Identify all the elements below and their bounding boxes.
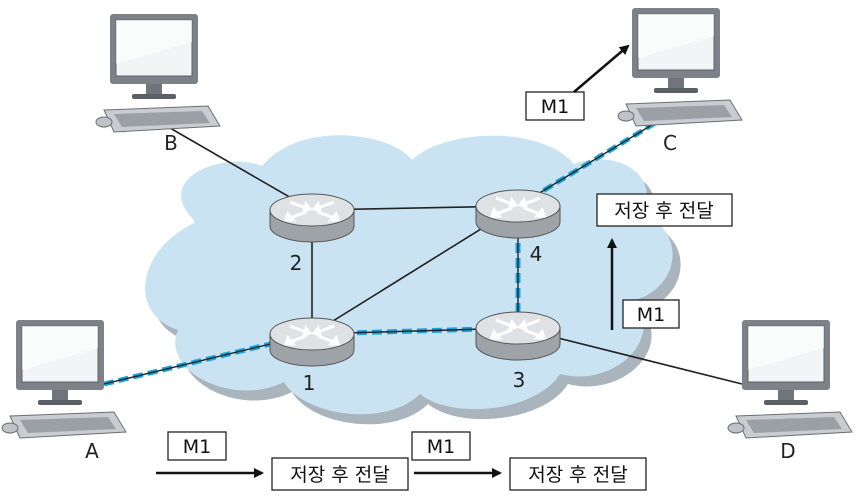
- routers-layer: [269, 189, 561, 367]
- router-3: [475, 311, 561, 361]
- host-B-label: B: [164, 131, 178, 155]
- message-label-bottom-1: M1: [183, 436, 211, 458]
- router-3-label: 3: [513, 368, 526, 392]
- store-forward-label-bottom-1: 저장 후 전달: [290, 464, 389, 486]
- host-B-computer: [95, 13, 221, 133]
- store-forward-box-right: [596, 193, 733, 227]
- store-forward-label-right: 저장 후 전달: [614, 200, 713, 222]
- message-label-right: M1: [637, 304, 665, 326]
- host-A-label: A: [85, 439, 99, 463]
- host-D-computer: [727, 319, 853, 439]
- store-forward-box-bottom-2: [509, 457, 647, 491]
- store-forward-box-bottom-1: [271, 457, 409, 491]
- message-box-c: [525, 91, 585, 121]
- router-4-label: 4: [530, 242, 543, 266]
- host-A-computer: [1, 319, 127, 439]
- network-cloud: [145, 135, 673, 415]
- host-C-label: C: [663, 131, 677, 155]
- router-4: [475, 189, 561, 239]
- message-box-bottom-2: [411, 431, 471, 461]
- link-4-C: [517, 119, 661, 207]
- message-label-c: M1: [541, 96, 569, 118]
- message-box-bottom-1: [167, 431, 227, 461]
- message-label-bottom-2: M1: [427, 436, 455, 458]
- host-C-computer: [617, 7, 743, 127]
- store-forward-label-bottom-2: 저장 후 전달: [528, 464, 627, 486]
- router-2: [269, 193, 355, 243]
- message-box-right: [622, 299, 680, 329]
- router-2-label: 2: [290, 251, 303, 275]
- router-1-label: 1: [303, 371, 316, 395]
- host-D-label: D: [780, 439, 795, 463]
- arrow-to-c: [573, 44, 630, 93]
- router-1: [269, 317, 355, 367]
